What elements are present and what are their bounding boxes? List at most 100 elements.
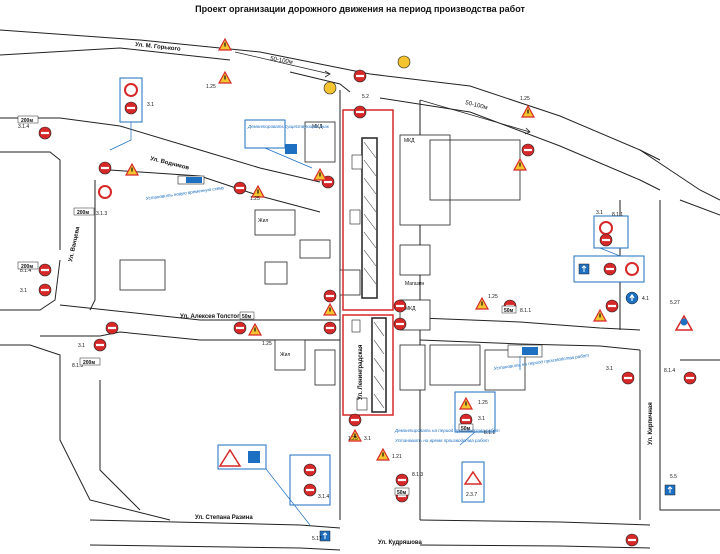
warning-sign-icon <box>593 309 607 322</box>
no-entry-sign-icon <box>353 105 367 119</box>
annotation-notes: Установить новую временную схему Демонти… <box>145 123 589 443</box>
building-labels: МКД МКД МКД Магазин Жил Жил <box>258 124 425 358</box>
street-kirpichnaya: Ул. Кирпичная <box>648 402 654 445</box>
building-label: МКД <box>405 306 416 312</box>
no-entry-sign-icon <box>521 143 535 157</box>
street-leningradskaya: Ул. Ленинградская <box>358 344 364 400</box>
sign-codes: 3.1.4 3.1 3.1.3 8.1.4 3.1 3.1 8.1.3 1.25… <box>18 84 680 542</box>
work-zone <box>342 109 394 416</box>
sign-code: 3.1 <box>147 102 154 108</box>
sign-code: 5.5 <box>670 474 677 480</box>
sign-code: 8.1.3 <box>72 363 83 369</box>
sign-code: 3.1.4 <box>18 124 29 130</box>
no-entry-sign-icon <box>303 483 317 497</box>
no-entry-sign-icon <box>105 321 119 335</box>
no-entry-sign-icon <box>233 181 247 195</box>
distance-label: 50-100м <box>270 56 294 66</box>
warning-sign-icon <box>513 158 527 171</box>
buildings <box>119 121 526 391</box>
distance-plate: 50м <box>461 426 471 432</box>
sign-code: 1.25 <box>478 400 488 406</box>
sign-code: 1.25 <box>206 84 216 90</box>
no-entry-sign-icon <box>323 289 337 303</box>
sign-code: 8.1.1 <box>520 308 531 314</box>
callout-leaders <box>109 122 621 526</box>
note-text: Установить новую временную схему <box>145 185 225 201</box>
no-entry-sign-icon <box>621 371 635 385</box>
detour-route <box>234 51 531 135</box>
distance-plate: 200м <box>83 360 95 366</box>
street-tolstogo: Ул. Алексея Толстого <box>180 314 243 320</box>
warning-sign-icon <box>218 38 232 51</box>
prohibition-sign-icon <box>124 83 138 97</box>
no-entry-sign-icon <box>124 101 138 115</box>
no-entry-sign-icon <box>38 126 52 140</box>
no-entry-sign-icon <box>98 161 112 175</box>
warning-sign-icon <box>323 303 337 316</box>
warning-sign-icon <box>248 323 262 336</box>
sign-code: 3.1 <box>78 343 85 349</box>
no-entry-sign-icon <box>233 321 247 335</box>
note-text: Установить на время производства работ <box>395 438 489 443</box>
sign-code: 8.1.4 <box>664 368 675 374</box>
street-gorkogo: Ул. М. Горького <box>135 42 181 53</box>
sign-code: 3.1.3 <box>96 211 107 217</box>
give-way-sign-icon <box>397 55 411 69</box>
sign-code: 1.25 <box>348 436 358 442</box>
distance-plate: 200м <box>21 118 33 124</box>
sign-code: 3.1 <box>364 436 371 442</box>
sign-code: 1.25 <box>250 196 260 202</box>
no-entry-sign-icon <box>323 321 337 335</box>
building-label: МКД <box>312 124 323 130</box>
distance-plate: 200м <box>77 210 89 216</box>
street-vanceva: Ул. Ванцева <box>68 226 81 263</box>
sign-code: 8.1.1 <box>484 430 495 436</box>
sign-code: 8.1.3 <box>412 472 423 478</box>
building-label: МКД <box>404 138 415 144</box>
distance-label: 50-100м <box>465 100 489 111</box>
street-razina: Ул. Степана Разина <box>195 515 253 521</box>
warning-sign-icon <box>376 448 390 461</box>
sign-code: 5.2 <box>362 94 369 100</box>
warning-sign-icon <box>218 71 232 84</box>
sign-code: 1.25 <box>488 294 498 300</box>
no-entry-sign-icon <box>38 283 52 297</box>
warning-sign-icon <box>475 297 489 310</box>
note-text: Демонтировать существующий знак <box>247 123 330 129</box>
warning-sign-icon <box>521 105 535 118</box>
drawing-title: Проект организации дорожного движения на… <box>195 4 525 14</box>
no-entry-sign-icon <box>683 371 697 385</box>
sign-code: 1.21 <box>392 454 402 460</box>
distance-plates: 200м 200м 200м 200м 50м 50м 50м 50м <box>17 115 517 496</box>
direction-sign-icon <box>664 484 676 496</box>
prohibition-sign-icon <box>599 221 613 235</box>
sign-code: 3.1 <box>596 210 603 216</box>
street-vodnikov: Ул. Водников <box>150 156 190 172</box>
give-way-sign-icon <box>323 81 337 95</box>
no-entry-sign-icon <box>393 317 407 331</box>
signs <box>38 38 697 547</box>
no-entry-sign-icon <box>303 463 317 477</box>
mandatory-direction-sign-icon <box>625 291 639 305</box>
no-entry-sign-icon <box>38 263 52 277</box>
warning-sign-icon <box>125 163 139 176</box>
distance-plate: 50м <box>504 308 514 314</box>
prohibition-sign-icon <box>98 185 112 199</box>
distance-plate: 50м <box>397 490 407 496</box>
new-sign-callout <box>289 454 331 506</box>
sign-code: 5.27 <box>670 300 680 306</box>
distance-plate: 200м <box>21 264 33 270</box>
no-entry-sign-icon <box>395 473 409 487</box>
sign-code: 8.1.4 <box>20 268 31 274</box>
no-entry-sign-icon <box>605 299 619 313</box>
building-label: Жил <box>280 352 290 358</box>
sign-code: 2.3.7 <box>466 492 477 498</box>
no-entry-sign-icon <box>348 413 362 427</box>
sign-code: 8.1.1 <box>612 212 623 218</box>
sign-code: 3.1 <box>478 416 485 422</box>
warning-sign-icon <box>313 168 327 181</box>
prohibition-sign-icon <box>625 262 639 276</box>
no-entry-sign-icon <box>599 233 613 247</box>
no-entry-sign-icon <box>625 533 639 547</box>
